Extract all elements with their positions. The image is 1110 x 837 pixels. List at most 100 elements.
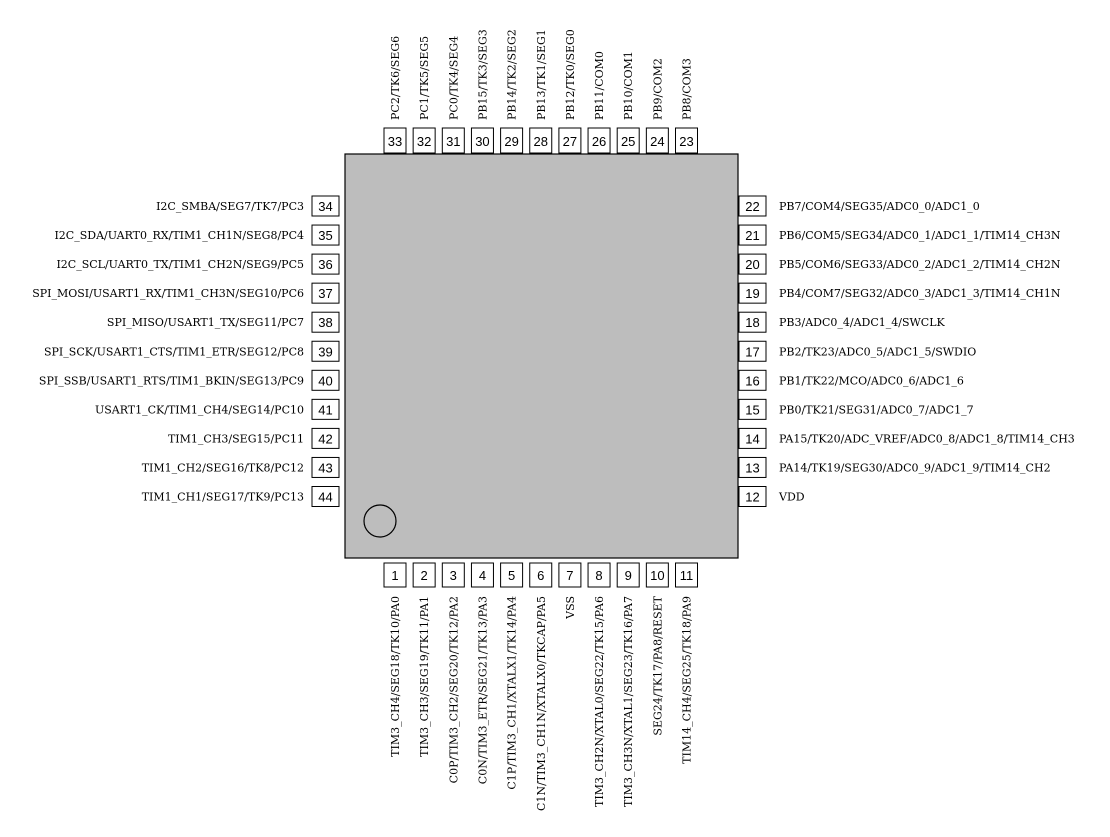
pin-label-26: PB11/COM0 [593, 51, 606, 120]
pin-number-11: 11 [680, 568, 694, 583]
pin-label-36: I2C_SCL/UART0_TX/TIM1_CH2N/SEG9/PC5 [56, 258, 304, 271]
pin-box-18 [738, 311, 767, 333]
pin-number-25: 25 [621, 134, 635, 149]
pin-box-33 [383, 127, 407, 154]
pin-label-21: PB6/COM5/SEG34/ADC0_1/ADC1_1/TIM14_CH3N [779, 229, 1061, 242]
pin-number-3: 3 [450, 568, 457, 583]
pin-label-19: PB4/COM7/SEG32/ADC0_3/ADC1_3/TIM14_CH1N [779, 287, 1061, 300]
pin-label-18: PB3/ADC0_4/ADC1_4/SWCLK [779, 316, 946, 329]
pin-box-11 [675, 562, 698, 588]
pin-box-15 [738, 398, 767, 420]
pin-label-37: SPI_MOSI/USART1_RX/TIM1_CH3N/SEG10/PC6 [32, 287, 304, 300]
pin-box-41 [311, 398, 340, 420]
pin-number-28: 28 [534, 134, 548, 149]
pin-label-2: TIM3_CH3/SEG19/TK11/PA1 [418, 596, 431, 757]
pin-label-27: PB12/TK0/SEG0 [564, 29, 577, 120]
pin-number-26: 26 [592, 134, 606, 149]
pin-label-43: TIM1_CH2/SEG16/TK8/PC12 [142, 461, 304, 474]
pin-label-25: PB10/COM1 [622, 51, 635, 120]
pin-number-5: 5 [508, 568, 515, 583]
pin-label-28: PB13/TK1/SEG1 [535, 29, 548, 120]
pin-label-38: SPI_MISO/USART1_TX/SEG11/PC7 [107, 316, 304, 329]
pin-number-9: 9 [625, 568, 632, 583]
pin-label-13: PA14/TK19/SEG30/ADC0_9/ADC1_9/TIM14_CH2 [779, 461, 1051, 474]
pin-label-42: TIM1_CH3/SEG15/PC11 [168, 432, 304, 445]
pin-number-44: 44 [318, 490, 332, 505]
pin-number-13: 13 [745, 460, 759, 475]
pin-label-8: TIM3_CH2N/XTAL0/SEG22/TK15/PA6 [593, 596, 606, 807]
pin-label-22: PB7/COM4/SEG35/ADC0_0/ADC1_0 [779, 200, 980, 213]
pin-number-19: 19 [745, 286, 759, 301]
pin-box-22 [738, 195, 767, 217]
pin-number-31: 31 [446, 134, 460, 149]
pin-label-11: TIM14_CH4/SEG25/TK18/PA9 [681, 596, 694, 764]
pin-number-37: 37 [318, 286, 332, 301]
pin-box-21 [738, 224, 767, 246]
pin-box-27 [558, 127, 582, 154]
pin-number-36: 36 [318, 257, 332, 272]
pin-number-27: 27 [563, 134, 577, 149]
pin-label-15: PB0/TK21/SEG31/ADC0_7/ADC1_7 [779, 403, 974, 416]
pin-box-3 [441, 562, 465, 588]
pin-box-5 [500, 562, 524, 588]
pin-box-37 [311, 282, 340, 304]
pin-number-41: 41 [318, 402, 332, 417]
pin-number-29: 29 [504, 134, 518, 149]
pin-box-28 [529, 127, 553, 154]
pin-number-39: 39 [318, 344, 332, 359]
pin-label-5: C1P/TIM3_CH1/XTALX1/TK14/PA4 [506, 596, 519, 790]
pin-number-4: 4 [479, 568, 486, 583]
pin-number-15: 15 [745, 402, 759, 417]
pin-label-33: PC2/TK6/SEG6 [389, 36, 402, 120]
pin-number-18: 18 [745, 315, 759, 330]
pin-label-41: USART1_CK/TIM1_CH4/SEG14/PC10 [95, 403, 304, 416]
pin-box-40 [311, 369, 340, 391]
pin-box-42 [311, 427, 340, 449]
pin-label-17: PB2/TK23/ADC0_5/ADC1_5/SWDIO [779, 345, 976, 358]
pin-label-34: I2C_SMBA/SEG7/TK7/PC3 [156, 200, 304, 213]
pin-box-36 [311, 253, 340, 275]
pin-label-6: C1N/TIM3_CH1N/XTALX0/TKCAP/PA5 [535, 596, 548, 811]
pin-number-32: 32 [417, 134, 431, 149]
pin-box-30 [470, 127, 494, 154]
pin-label-35: I2C_SDA/UART0_RX/TIM1_CH1N/SEG8/PC4 [54, 229, 304, 242]
chip-body [344, 153, 739, 559]
pin-label-7: VSS [564, 596, 577, 620]
pin-label-29: PB14/TK2/SEG2 [506, 29, 519, 120]
pin-box-10 [645, 562, 669, 588]
pin-box-43 [311, 456, 340, 478]
pin-box-12 [738, 486, 767, 507]
pin-number-8: 8 [595, 568, 602, 583]
pin-label-14: PA15/TK20/ADC_VREF/ADC0_8/ADC1_8/TIM14_C… [779, 432, 1075, 445]
pin-box-24 [645, 127, 669, 154]
pin-number-23: 23 [679, 134, 693, 149]
pin-box-6 [529, 562, 553, 588]
pin-box-1 [383, 562, 407, 588]
pin-label-23: PB8/COM3 [681, 58, 694, 120]
pin-number-34: 34 [318, 199, 332, 214]
pin-box-4 [470, 562, 494, 588]
pin-box-23 [675, 127, 698, 154]
pin-label-16: PB1/TK22/MCO/ADC0_6/ADC1_6 [779, 374, 964, 387]
pin-box-13 [738, 456, 767, 478]
pin-label-44: TIM1_CH1/SEG17/TK9/PC13 [142, 491, 304, 504]
pin-number-35: 35 [318, 228, 332, 243]
pin-box-34 [311, 195, 340, 217]
pin-label-31: PC0/TK4/SEG4 [447, 36, 460, 120]
pin-box-2 [412, 562, 436, 588]
pin-number-22: 22 [745, 199, 759, 214]
pin-number-7: 7 [566, 568, 573, 583]
pin-box-25 [616, 127, 640, 154]
pin-box-7 [558, 562, 582, 588]
pin-number-30: 30 [475, 134, 489, 149]
pin-number-38: 38 [318, 315, 332, 330]
pin-number-20: 20 [745, 257, 759, 272]
pin-number-21: 21 [745, 228, 759, 243]
pin-label-32: PC1/TK5/SEG5 [418, 36, 431, 120]
pin-box-20 [738, 253, 767, 275]
pin-number-33: 33 [388, 134, 402, 149]
pin-box-14 [738, 427, 767, 449]
pin-box-17 [738, 340, 767, 362]
pin-number-6: 6 [537, 568, 544, 583]
